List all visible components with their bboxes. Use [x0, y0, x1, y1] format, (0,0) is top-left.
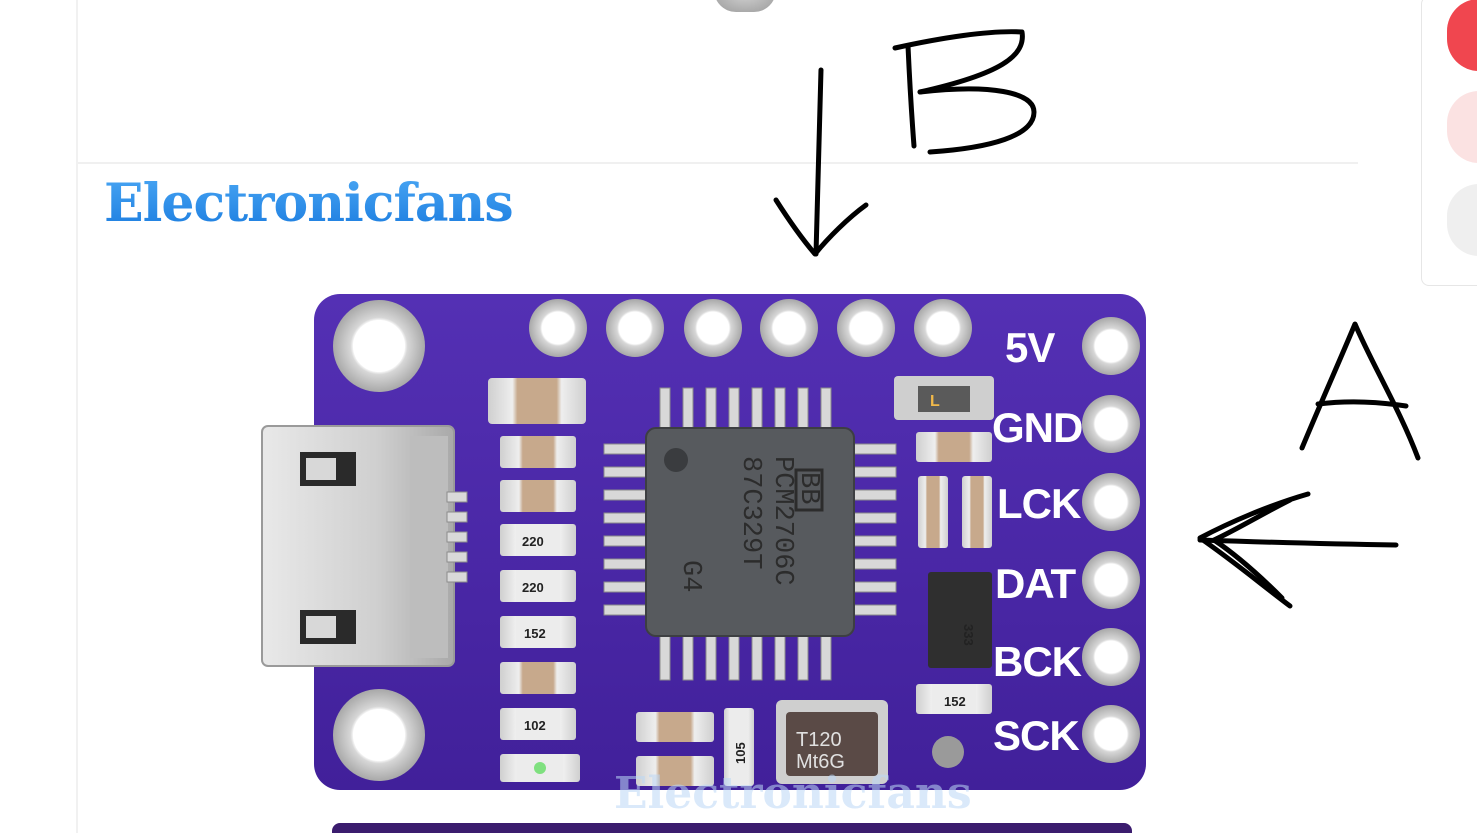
crystal-line2: Mt6G — [796, 751, 845, 773]
bottom-components — [636, 700, 888, 786]
annotation-letter-b-text: B — [1000, 0, 1001, 1]
resistor-label-102: 102 — [524, 718, 546, 733]
resistor-label-220-a: 220 — [522, 534, 544, 549]
annotation-letter-b — [892, 29, 1037, 155]
next-image-fragment — [332, 823, 1132, 833]
left-divider — [76, 0, 78, 833]
resistor-label-152-a: 152 — [524, 626, 546, 641]
micro-usb-connector — [261, 425, 468, 667]
chip-logo: BB — [793, 472, 823, 504]
pin-label-gnd: GND — [992, 404, 1082, 451]
pin-label-lck: LCK — [997, 480, 1081, 527]
resistor-label-333: 333 — [961, 624, 976, 646]
pin-label-sck: SCK — [993, 712, 1079, 759]
annotation-arrow-a — [1197, 491, 1399, 609]
svg-text:L: L — [930, 393, 940, 410]
passive-components — [488, 378, 586, 782]
resistor-label-152-b: 152 — [944, 694, 966, 709]
annotation-letter-a — [1299, 321, 1421, 461]
brand-watermark: Electronicfans — [104, 173, 514, 234]
pin-label-5v: 5V — [1005, 324, 1055, 371]
pcm2706-chip: BB PCM2706C 87C329T G4 — [603, 387, 897, 681]
resistor-label-105: 105 — [733, 742, 748, 764]
top-header-pads — [529, 299, 972, 357]
right-components: L — [894, 376, 994, 768]
crystal-line1: T120 — [796, 729, 842, 751]
pin-label-dat: DAT — [995, 560, 1077, 607]
chip-line1: PCM2706C — [767, 456, 797, 586]
resistor-label-220-b: 220 — [522, 580, 544, 595]
brand-watermark-faint: Electronicfans — [614, 768, 972, 819]
previous-image-fragment — [714, 0, 776, 12]
chip-line3: G4 — [675, 560, 705, 592]
pin-label-bck: BCK — [993, 638, 1082, 685]
mounting-holes — [333, 300, 425, 781]
chip-line2: 87C329T — [735, 456, 765, 569]
horizontal-divider — [78, 162, 1358, 164]
annotation-arrow-b — [773, 67, 869, 257]
annotation-letter-a-text: A — [1000, 0, 1001, 1]
side-header-pads — [1082, 317, 1140, 763]
